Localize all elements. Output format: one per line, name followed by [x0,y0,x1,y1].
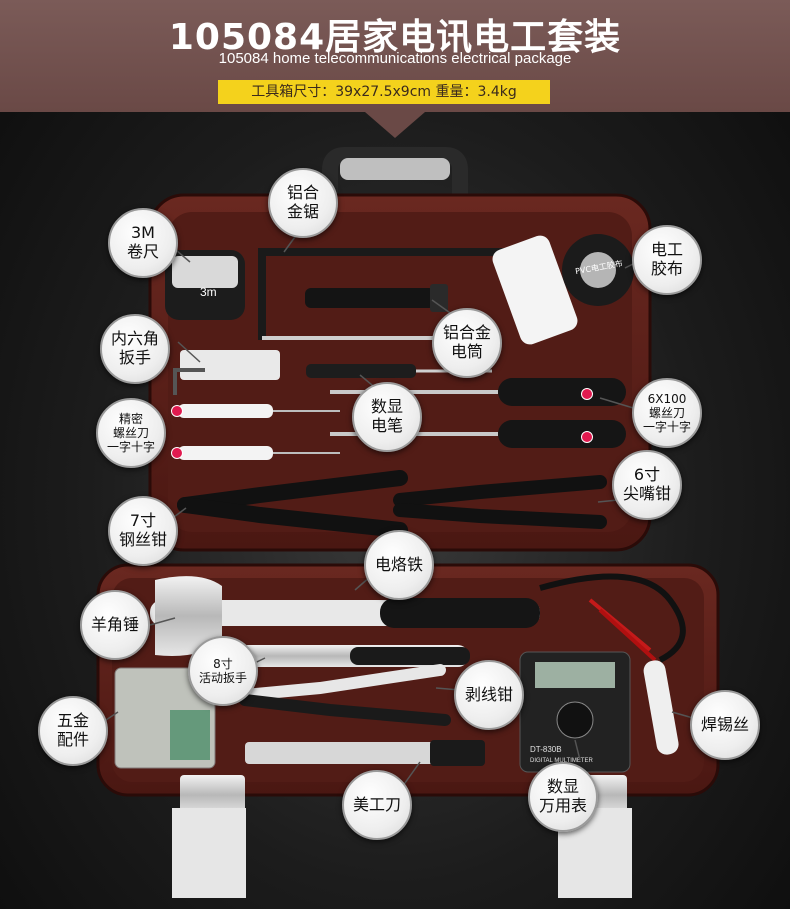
callout-multimeter: 数显 万用表 [528,762,598,832]
spec-bar: 工具箱尺寸：39x27.5x9cm 重量：3.4kg [218,80,550,104]
svg-text:DT-830B: DT-830B [530,745,562,754]
callout-hardware-parts: 五金 配件 [38,696,108,766]
callout-claw-hammer: 羊角锤 [80,590,150,660]
marker-dot [171,447,183,459]
callout-screwdriver-6x100: 6X100 螺丝刀 一字十字 [632,378,702,448]
screwdrivers-graphic [178,378,626,460]
marker-dot [581,388,593,400]
hammer-graphic [150,576,540,656]
callout-precision-screwdriver: 精密 螺丝刀 一字十字 [96,398,166,468]
pvc-tape-graphic [562,234,634,306]
callout-hacksaw: 铝合 金锯 [268,168,338,238]
hacksaw-graphic [258,235,578,345]
hex-keys-graphic [173,350,280,395]
utility-knife-graphic [245,740,485,766]
callout-utility-knife: 美工刀 [342,770,412,840]
hardware-box-graphic [114,667,216,769]
callout-adjustable-wrench: 8寸 活动扳手 [188,636,258,706]
header-banner: 105084居家电讯电工套装 105084 home telecommunica… [0,0,790,112]
soldering-iron-graphic [539,573,686,663]
callout-tape-measure: 3M 卷尺 [108,208,178,278]
callout-long-nose-pliers: 6寸 尖嘴钳 [612,450,682,520]
callout-combination-pliers: 7寸 钢丝钳 [108,496,178,566]
marker-dot [581,431,593,443]
multimeter-graphic: DT-830B DIGITAL MULTIMETER [519,651,631,773]
wrench-graphic [238,645,470,667]
callout-digital-pen: 数显 电笔 [352,382,422,452]
product-title: 105084居家电讯电工套装 [168,17,622,58]
callout-wire-stripper: 剥线钳 [454,660,524,730]
tape-measure-graphic: 3m [165,250,245,320]
pliers-graphic [177,470,607,538]
callout-hex-keys: 内六角 扳手 [100,314,170,384]
marker-dot [171,405,183,417]
svg-text:3m: 3m [200,285,217,299]
product-subtitle: 105084 home telecommunications electrica… [218,50,572,67]
wire-stripper-graphic [239,664,451,726]
callout-flashlight: 铝合金 电筒 [432,308,502,378]
svg-text:DIGITAL MULTIMETER: DIGITAL MULTIMETER [530,758,594,764]
solder-tube-graphic [643,660,679,755]
callout-solder-wire: 焊锡丝 [690,690,760,760]
callout-insulating-tape: 电工 胶布 [632,225,702,295]
callout-soldering-iron: 电烙铁 [364,530,434,600]
flashlight-graphic [305,284,448,312]
case-handle [322,147,468,205]
banner-pointer [365,112,425,138]
